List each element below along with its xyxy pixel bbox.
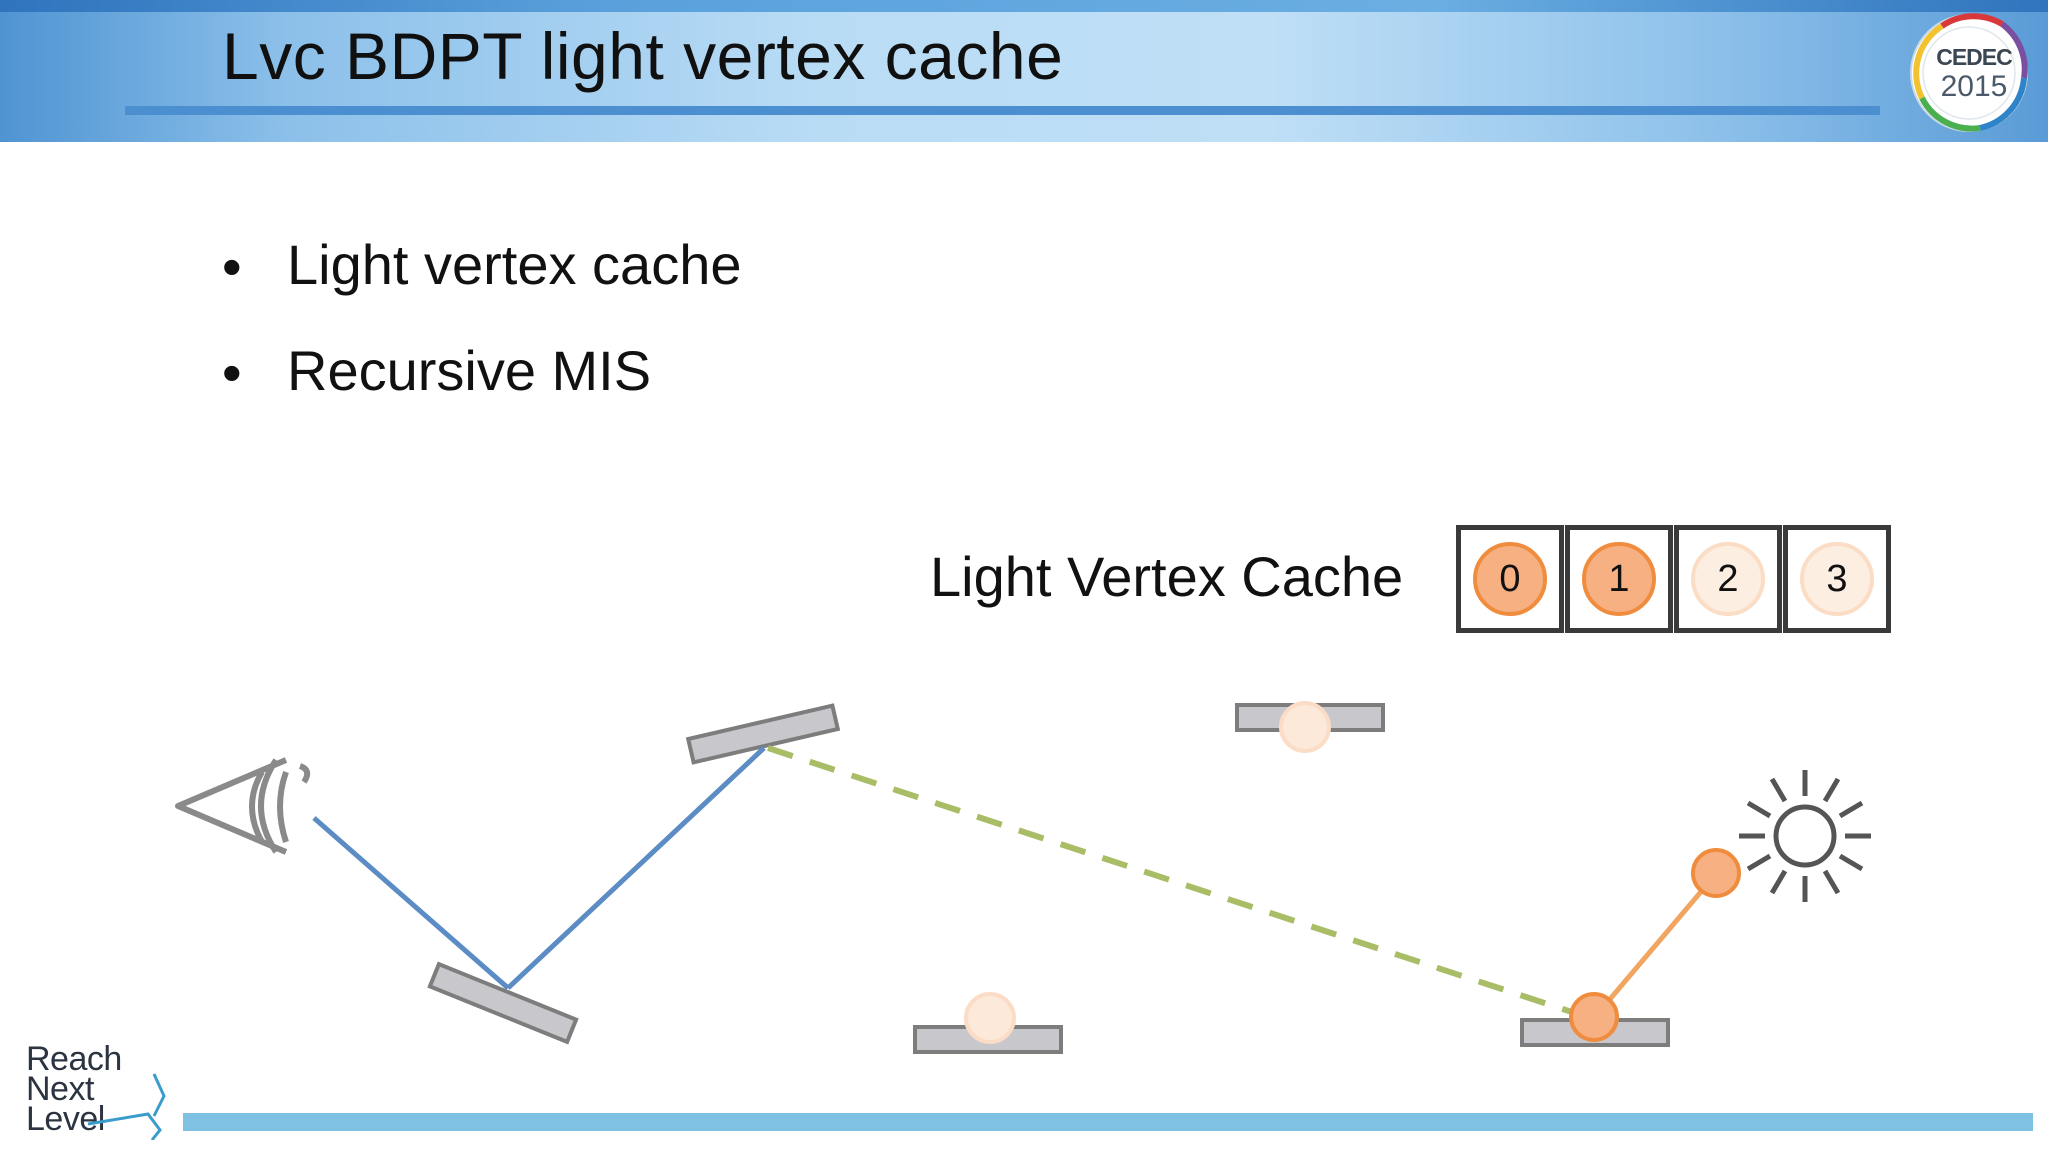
bullet-dot: • — [222, 235, 242, 298]
light-path-segment — [1592, 872, 1718, 1020]
cache-cell: 3 — [1783, 525, 1891, 633]
camera-path-segment — [312, 816, 510, 990]
sun-icon — [1739, 770, 1871, 902]
cache-cell: 2 — [1674, 525, 1782, 633]
cache-vertex: 1 — [1582, 542, 1656, 616]
light-vertex — [1569, 992, 1619, 1042]
slide-title: Lvc BDPT light vertex cache — [222, 19, 1064, 93]
reach-next-level-logo: Reach Next Level — [26, 1040, 166, 1140]
cache-vertex: 2 — [1691, 542, 1765, 616]
cedec-logo: CEDEC 2015 — [1902, 8, 2036, 138]
logo-line-next: Next — [26, 1070, 94, 1108]
cached-vertex-faint — [1279, 701, 1331, 753]
cache-cell: 0 — [1456, 525, 1564, 633]
eye-icon — [175, 757, 311, 855]
camera-path-segment — [506, 746, 766, 990]
light-vertex — [1691, 848, 1741, 898]
connection-dashed-line — [767, 745, 1591, 1021]
bullet-dot: • — [222, 341, 242, 404]
cedec-logo-year: 2015 — [1940, 70, 2008, 103]
bullet-text: Recursive MIS — [287, 339, 652, 402]
cache-vertex: 3 — [1800, 542, 1874, 616]
title-bar — [0, 0, 2048, 142]
surface-bottom-left — [427, 961, 579, 1045]
title-underline — [125, 106, 1880, 115]
logo-line-level: Level — [26, 1100, 105, 1138]
footer-bar — [183, 1113, 2033, 1131]
cedec-ring-icon — [1910, 13, 2028, 132]
logo-line-reach: Reach — [26, 1040, 122, 1078]
bullet-text: Light vertex cache — [287, 233, 742, 296]
cached-vertex-faint — [964, 992, 1016, 1044]
cache-label: Light Vertex Cache — [930, 545, 1404, 608]
light-vertex-cache: 0 1 2 3 — [1456, 525, 1891, 637]
cache-cell: 1 — [1565, 525, 1673, 633]
cache-vertex: 0 — [1473, 542, 1547, 616]
surface-top-left — [685, 703, 841, 765]
cedec-logo-name: CEDEC — [1936, 44, 2013, 70]
logo-bracket-icon — [87, 1073, 166, 1140]
